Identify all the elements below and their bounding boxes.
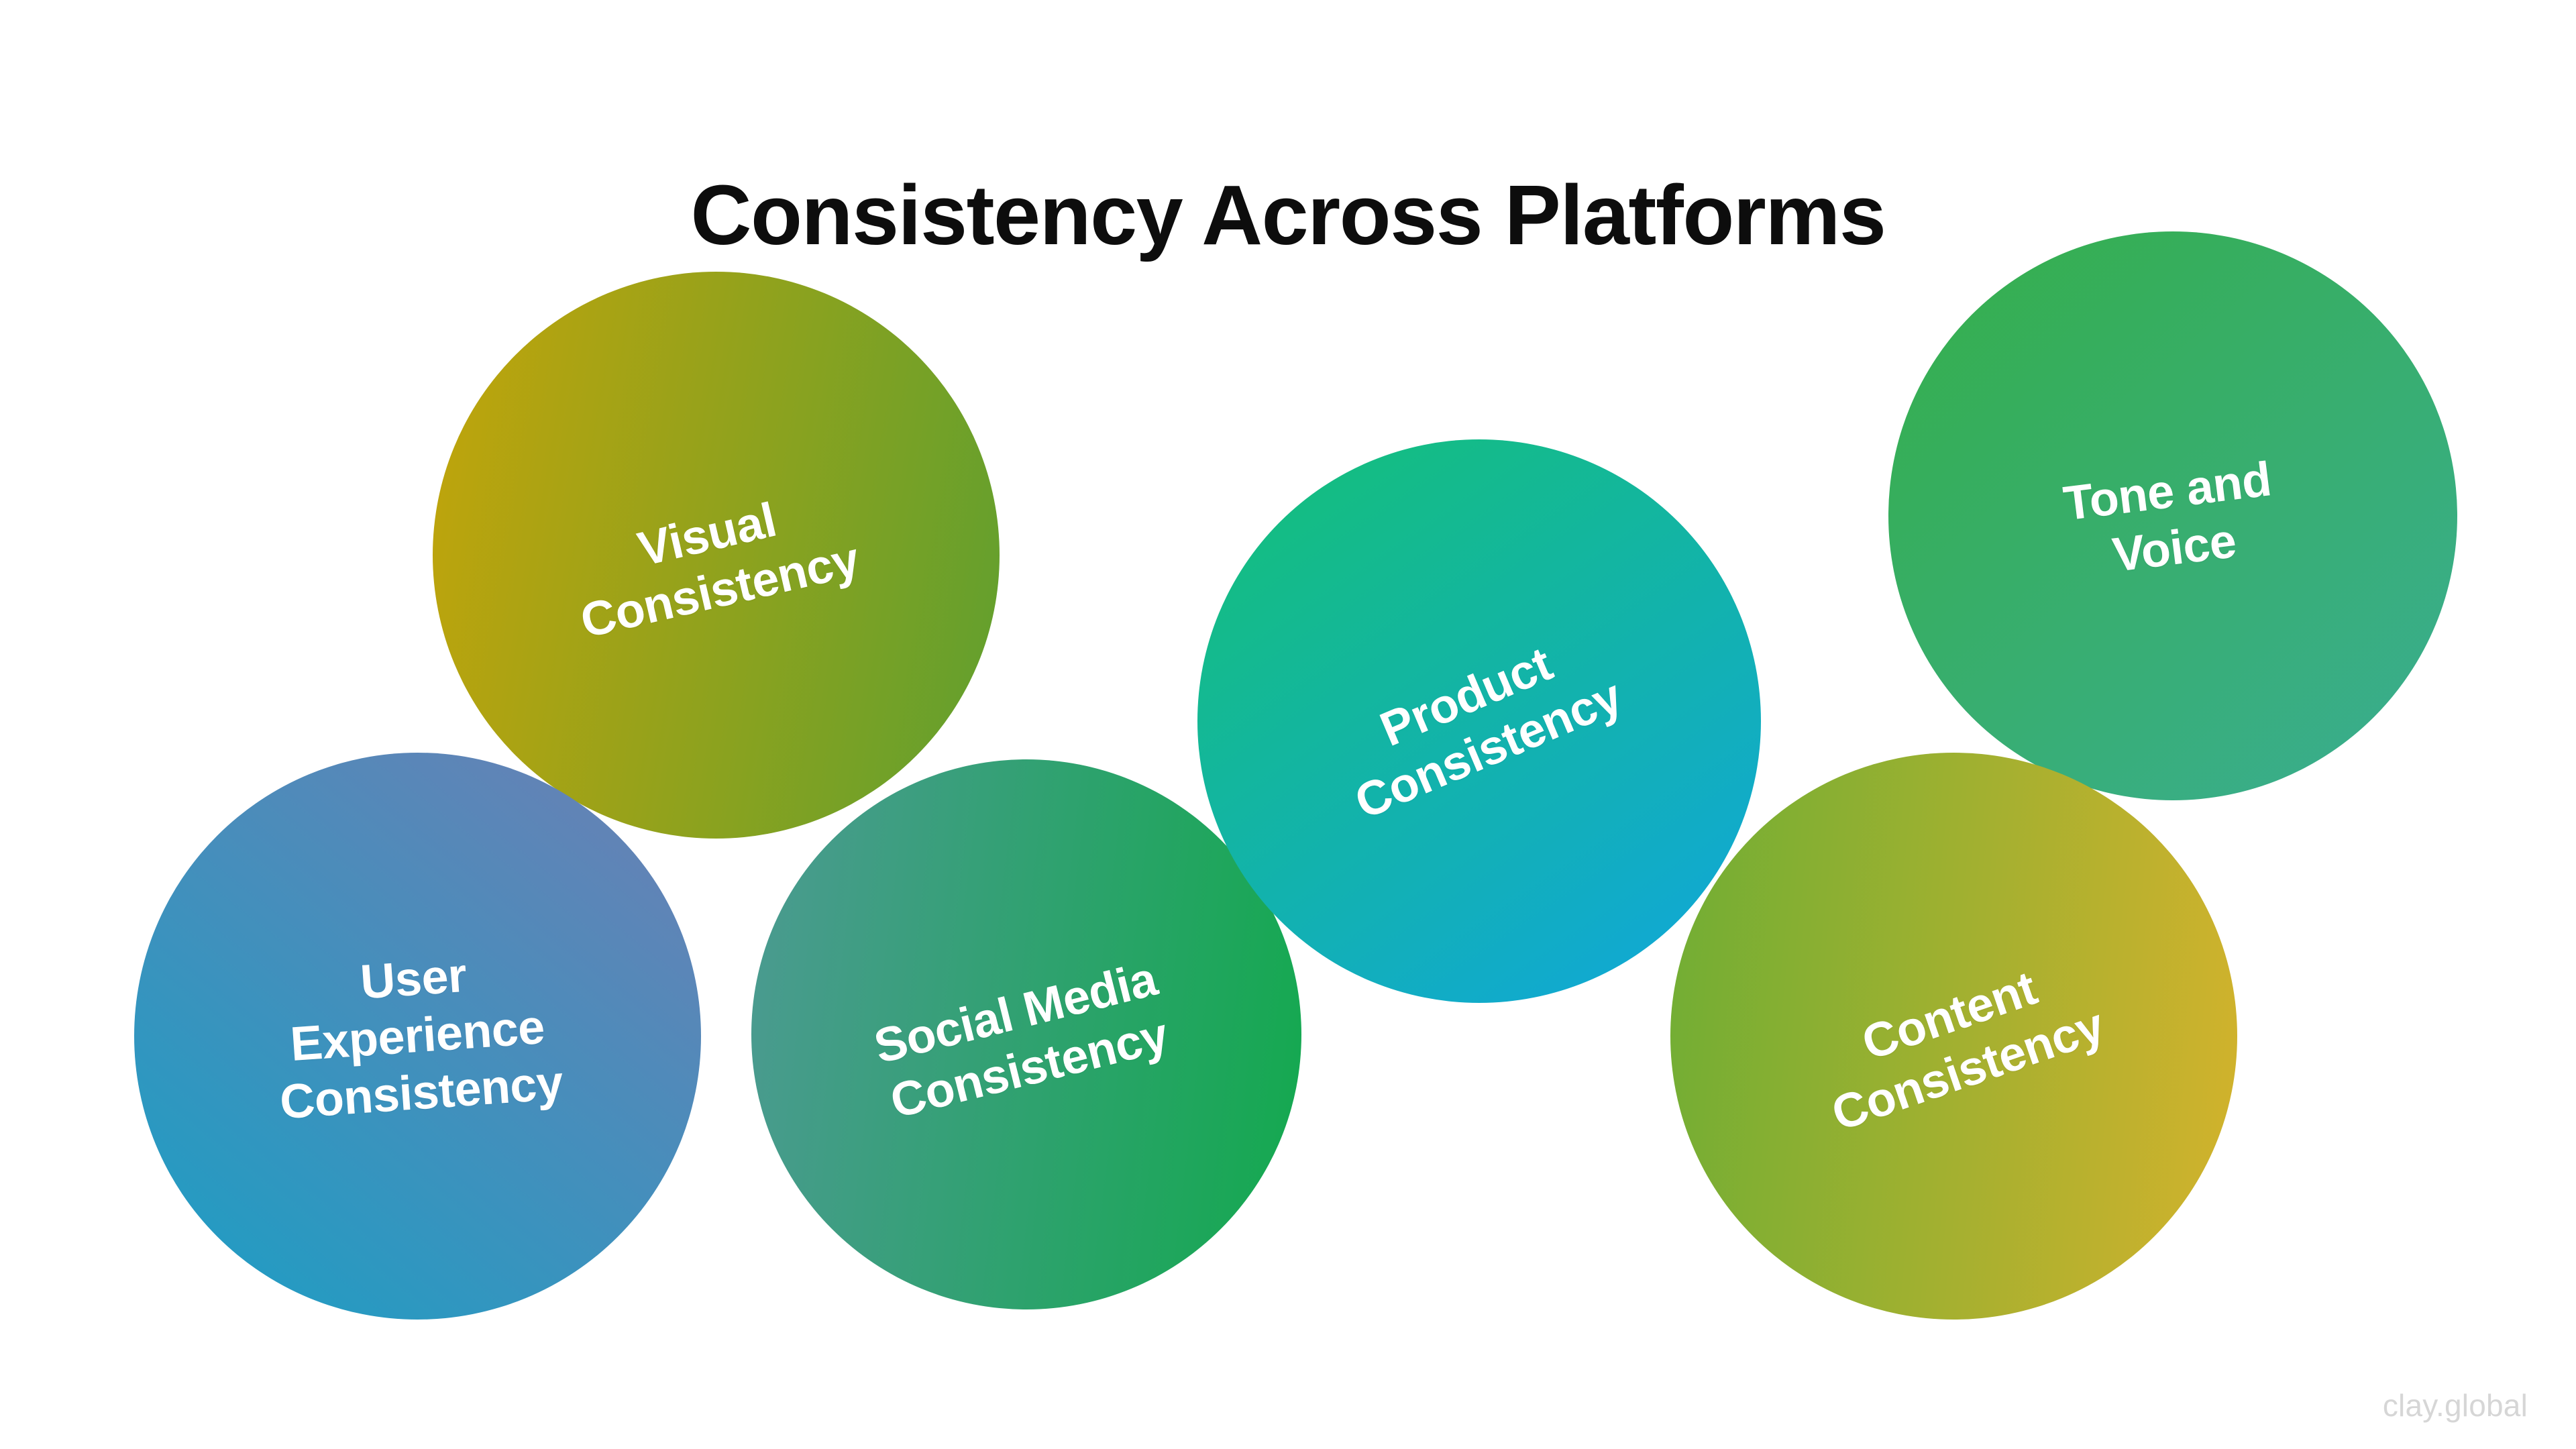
page-title: Consistency Across Platforms — [690, 168, 1886, 263]
watermark: clay.global — [2382, 1388, 2528, 1423]
bubble-user-experience-consistency[interactable]: User Experience Consistency — [134, 753, 701, 1320]
bubble-label: Product Consistency — [1347, 637, 1629, 830]
bubble-content-consistency[interactable]: Content Consistency — [1670, 753, 2237, 1320]
bubble-label: Social Media Consistency — [869, 952, 1174, 1129]
bubble-label: User Experience Consistency — [278, 948, 565, 1130]
bubble-social-media-consistency[interactable]: Social Media Consistency — [751, 759, 1301, 1309]
bubble-tone-and-voice[interactable]: Tone and Voice — [1888, 231, 2457, 800]
bubble-label: Visual Consistency — [576, 492, 865, 649]
bubble-product-consistency[interactable]: Product Consistency — [1197, 439, 1761, 1003]
bubble-label: Content Consistency — [1825, 961, 2111, 1141]
bubble-label: Tone and Voice — [2060, 452, 2274, 583]
bubble-visual-consistency[interactable]: Visual Consistency — [433, 272, 1000, 839]
